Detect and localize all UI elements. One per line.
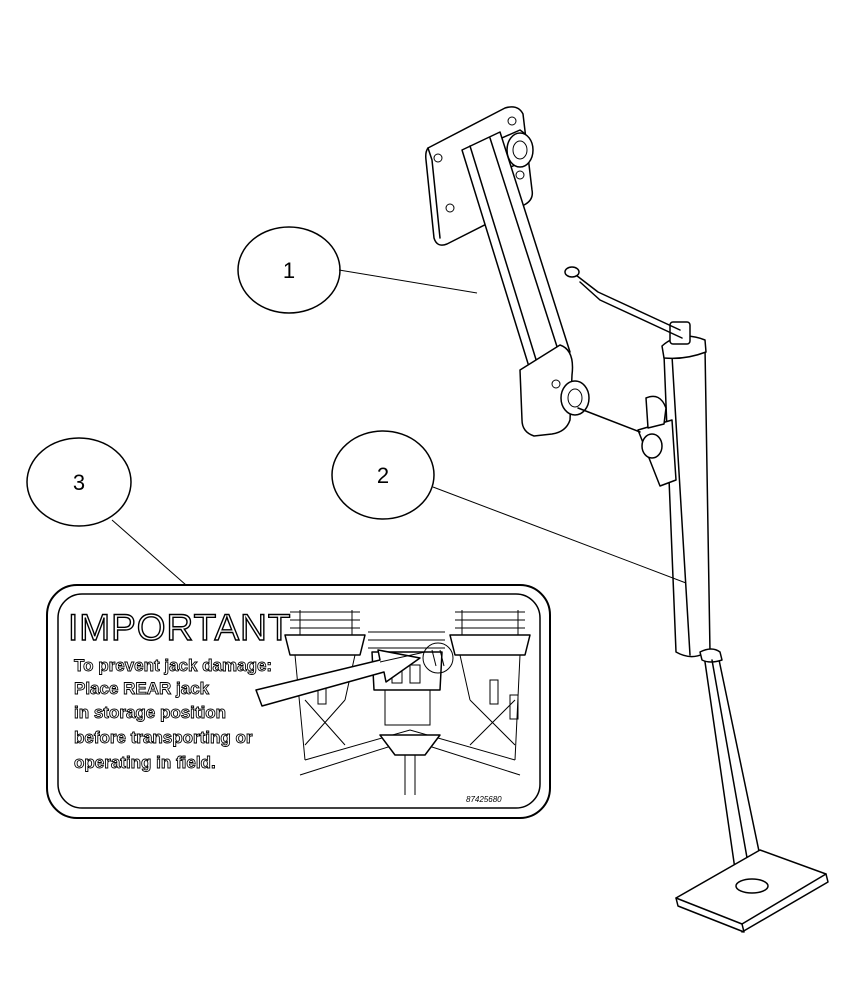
leader-line-3 [111, 519, 187, 586]
decal-line-3: in storage position [74, 703, 226, 722]
decal-line-1: To prevent jack damage: [74, 656, 272, 675]
warning-decal: IMPORTANT To prevent jack damage: Place … [46, 584, 551, 819]
jack-post [564, 266, 829, 933]
callout-2: 2 [331, 430, 687, 584]
callout-2-label: 2 [377, 463, 389, 488]
callout-1: 1 [237, 226, 478, 314]
leader-line-1 [338, 269, 478, 294]
decal-part-number: 87425680 [466, 795, 502, 804]
decal-title: IMPORTANT [68, 607, 291, 648]
callout-1-label: 1 [283, 258, 295, 283]
jack-arm [461, 131, 590, 437]
leader-line-2 [432, 486, 687, 584]
callout-3: 3 [26, 437, 187, 586]
decal-line-5: operating in field. [74, 753, 216, 772]
decal-illustration [255, 610, 531, 795]
decal-line-2: Place REAR jack [74, 679, 210, 698]
decal-line-4: before transporting or [74, 728, 253, 747]
callout-3-label: 3 [73, 470, 85, 495]
